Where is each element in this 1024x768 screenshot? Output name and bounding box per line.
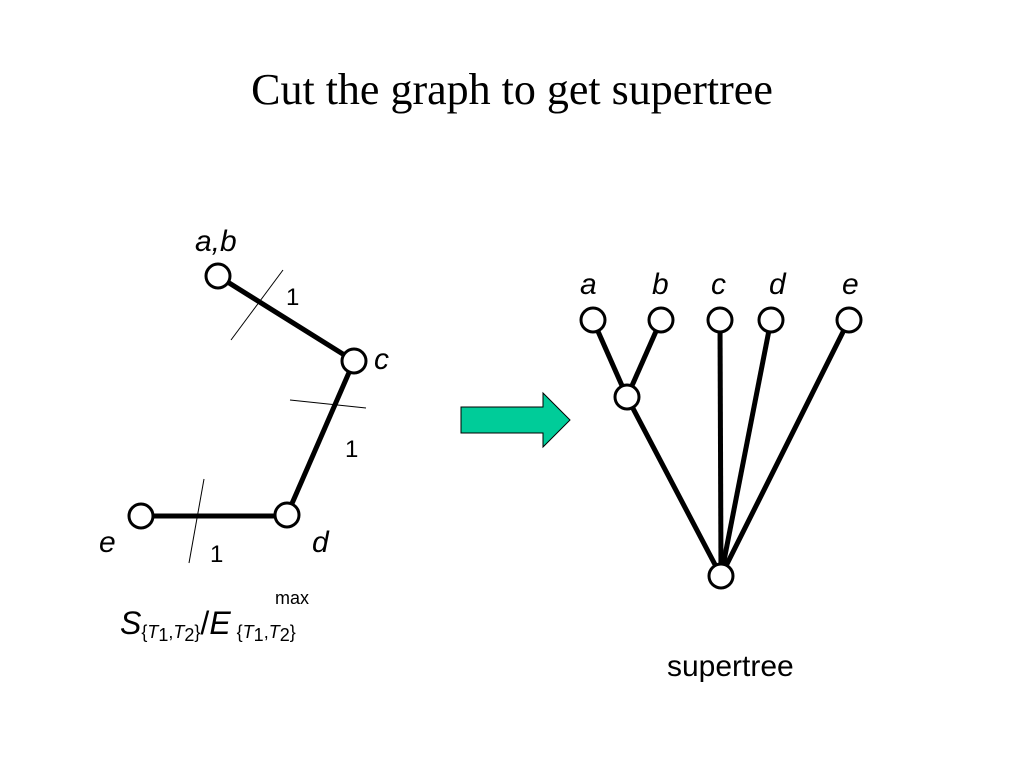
graph-node-label-d: d: [312, 526, 330, 559]
edge-weight-ab-c: 1: [286, 284, 299, 311]
formula-superscript-max: max: [275, 588, 309, 608]
graph-node-ab: [204, 262, 232, 290]
cut-mark-e-d: [188, 478, 205, 564]
edge-ab-c: [216, 273, 356, 364]
tree-leaf-label-c: c: [711, 268, 726, 301]
tree-leaf-label-e: e: [842, 268, 859, 301]
tree-leaf-label-a: a: [580, 268, 597, 301]
cut-graph: a,b c d e 1 1 1: [99, 225, 389, 568]
tree-internal-node: [613, 383, 641, 411]
tree-edge-c-root: [717, 319, 724, 577]
formula-sub-open: {: [141, 622, 147, 642]
formula-main-symbol: S: [120, 605, 141, 641]
tree-leaf-b: [647, 306, 675, 334]
cut-mark-c-d: [289, 399, 367, 409]
tree-edge-a-internal: [590, 318, 630, 399]
formula-sub-comma: ,: [168, 622, 173, 642]
tree-leaf-d: [757, 306, 785, 334]
graph-node-c: [340, 347, 368, 375]
edge-weight-c-d: 1: [345, 436, 358, 463]
formula-sub-t1: T: [147, 622, 160, 642]
graph-node-label-c: c: [374, 343, 389, 376]
formula-slash: /: [200, 605, 209, 641]
formula-sub2-t1: T: [243, 622, 256, 642]
formula-sub-close: }: [194, 622, 200, 642]
edge-weight-e-d: 1: [210, 541, 223, 568]
tree-edge-internal-root: [624, 395, 724, 578]
tree-root-node: [707, 562, 735, 590]
graph-node-d: [273, 501, 301, 529]
formula-sub-t2: T: [173, 622, 186, 642]
formula-sub2-t2: T: [269, 622, 282, 642]
right-arrow-icon: [460, 391, 571, 449]
tree-edge-d-root: [718, 319, 774, 577]
cut-mark-ab-c: [230, 269, 284, 341]
formula-sub2-close: }: [290, 622, 296, 642]
tree-leaf-e: [835, 306, 863, 334]
formula-sub2-2: 2: [280, 625, 290, 645]
supertree: a b c d e supertree: [579, 268, 863, 683]
graph-node-label-ab: a,b: [195, 225, 237, 258]
supertree-caption: supertree: [667, 650, 794, 683]
formula: S{T1,T2}/E{T1,T2}: [120, 605, 296, 645]
tree-leaf-a: [579, 306, 607, 334]
tree-edge-b-internal: [624, 318, 664, 399]
tree-leaf-label-d: d: [769, 268, 787, 301]
formula-sub2-comma: ,: [264, 622, 269, 642]
tree-leaf-label-b: b: [652, 268, 669, 301]
formula-sub-2: 2: [184, 625, 194, 645]
tree-edge-e-root: [718, 318, 852, 578]
tree-leaf-c: [706, 306, 734, 334]
slide-title: Cut the graph to get supertree: [251, 65, 773, 114]
formula-sub-1: 1: [158, 625, 168, 645]
edge-c-d: [284, 360, 357, 516]
graph-node-label-e: e: [99, 526, 116, 559]
formula-sub2-open: {: [237, 622, 243, 642]
formula-sub2-1: 1: [254, 625, 264, 645]
graph-node-e: [127, 502, 155, 530]
formula-second-symbol: E: [209, 605, 231, 641]
